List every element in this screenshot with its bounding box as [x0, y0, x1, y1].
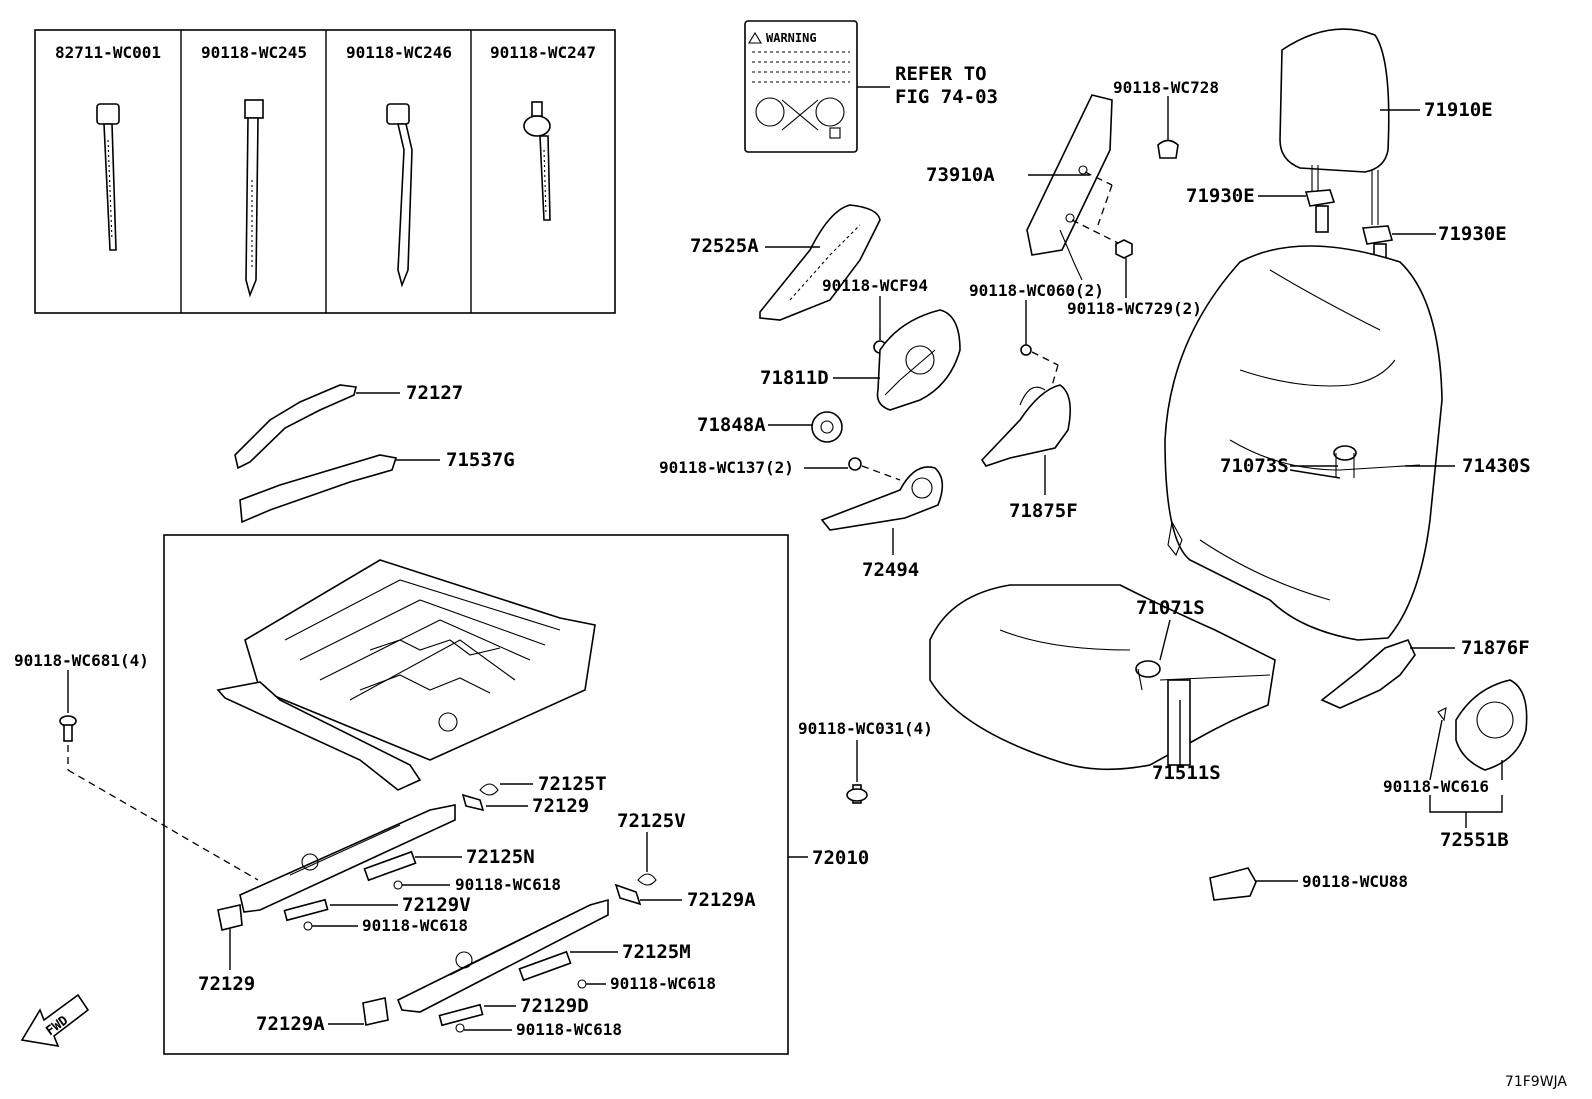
headrest-guide-icon	[1304, 189, 1336, 233]
clip-90118-wcu88-icon	[1209, 867, 1257, 901]
callout-72129D: 72129D	[520, 995, 589, 1017]
callout-72125M: 72125M	[622, 941, 691, 963]
callout-90118-wcf94: 90118-WCF94	[822, 276, 928, 295]
callout-71071S: 71071S	[1136, 597, 1205, 619]
callout-72129-left: 72129	[198, 973, 255, 995]
bracket-72129A-left-icon	[362, 997, 389, 1026]
callout-71537G: 71537G	[446, 449, 515, 471]
fastener-col-label: 90118-WC247	[490, 43, 596, 62]
callout-90118-wc681: 90118-WC681(4)	[14, 651, 149, 670]
bracket-72129-top-icon	[461, 793, 485, 812]
recliner-cover-72525A	[759, 204, 881, 321]
leader-lines	[67, 96, 1503, 1031]
callout-71930E-lower: 71930E	[1438, 223, 1507, 245]
seat-back-cover-71430S	[1164, 245, 1443, 641]
callout-72129-top: 72129	[532, 795, 589, 817]
callout-71073S: 71073S	[1220, 455, 1289, 477]
spring-clip-72125T-icon	[479, 783, 499, 796]
callout-90118-wc729: 90118-WC729(2)	[1067, 299, 1202, 318]
callout-72129V: 72129V	[402, 894, 471, 916]
warning-label-title: WARNING	[766, 31, 817, 45]
screw-90118-wc137-icon	[848, 457, 901, 481]
callout-72551B: 72551B	[1440, 829, 1509, 851]
callout-72010: 72010	[812, 847, 869, 869]
fastener-col-label: 90118-WC245	[201, 43, 307, 62]
clip-wc618-a-icon	[393, 880, 403, 890]
callout-71848A: 71848A	[697, 414, 766, 436]
callout-90118-wcu88: 90118-WCU88	[1302, 872, 1408, 891]
refer-text-line1: REFER TO	[895, 63, 987, 85]
spring-clip-72125V-icon	[637, 873, 657, 886]
clip-90118-wc728-icon	[1157, 139, 1179, 159]
callout-72125T: 72125T	[538, 773, 607, 795]
callout-71511S: 71511S	[1152, 762, 1221, 784]
callout-71876F: 71876F	[1461, 637, 1530, 659]
bolt-90118-wc681-icon	[59, 715, 77, 742]
recline-lever-72494	[820, 466, 944, 531]
seat-frame	[216, 559, 596, 791]
callout-90118-wc728: 90118-WC728	[1113, 78, 1219, 97]
fastener-col-label: 82711-WC001	[55, 43, 161, 62]
callout-72125N: 72125N	[466, 846, 535, 868]
seat-track-right-72125M	[396, 898, 609, 1027]
seat-bracket-71537G	[239, 454, 398, 524]
cable-tie-90118-wc245-icon	[244, 99, 264, 298]
callout-90118-wc618-c: 90118-WC618	[610, 974, 716, 993]
bolt-90118-wc031-icon	[846, 784, 868, 804]
callout-90118-wc031: 90118-WC031(4)	[798, 719, 933, 738]
seat-bracket-72127	[234, 384, 357, 470]
washer-71848A-icon	[811, 411, 843, 443]
cable-tie-90118-wc247-icon	[523, 101, 551, 221]
callout-72125V: 72125V	[617, 810, 686, 832]
callout-71910E: 71910E	[1424, 99, 1493, 121]
callout-71811D: 71811D	[760, 367, 829, 389]
callout-72525A: 72525A	[690, 235, 759, 257]
refer-text-line2: FIG 74-03	[895, 86, 998, 108]
fastener-col-label: 90118-WC246	[346, 43, 452, 62]
bracket-72129A-right-icon	[614, 883, 642, 906]
seat-cover-hinge-71875F	[980, 384, 1071, 467]
callout-73910A: 73910A	[926, 164, 995, 186]
callout-72129A-left: 72129A	[256, 1013, 325, 1035]
callout-90118-wc616: 90118-WC616	[1383, 777, 1489, 796]
callout-90118-wc618-a: 90118-WC618	[455, 875, 561, 894]
cable-tie-82711-icon	[96, 103, 120, 251]
warning-label-sticker: WARNING	[744, 20, 858, 153]
callout-72129A-right: 72129A	[687, 889, 756, 911]
bracket-72129-left-icon	[217, 904, 243, 931]
callout-90118-wc618-d: 90118-WC618	[516, 1020, 622, 1039]
recliner-cover-inner-71811D	[876, 309, 961, 411]
seat-track-left-72125N	[239, 804, 456, 922]
nut-90118-wc729-icon	[1115, 239, 1133, 259]
seat-cover-bracket-71876F	[1320, 639, 1416, 709]
callout-72494: 72494	[862, 559, 919, 581]
headrest-71910E	[1279, 28, 1390, 225]
clip-wc618-b-icon	[303, 921, 313, 931]
clip-wc618-c-icon	[577, 979, 587, 989]
clip-wc618-d-icon	[455, 1023, 465, 1033]
cable-tie-90118-wc246-icon	[386, 103, 413, 288]
seat-back-board-73910A	[1026, 94, 1121, 281]
callout-72127: 72127	[406, 382, 463, 404]
fastener-panel: 82711-WC001 90118-WC245 90118-WC246 9011…	[34, 29, 616, 314]
callout-90118-wc060: 90118-WC060(2)	[969, 281, 1104, 300]
callout-71430S: 71430S	[1462, 455, 1531, 477]
callout-90118-wc137: 90118-WC137(2)	[659, 458, 794, 477]
callout-labels: 73910A 90118-WC728 71910E 71930E 71930E …	[14, 78, 1531, 1039]
seat-track-assembly-box	[163, 534, 789, 1055]
callout-71930E-upper: 71930E	[1186, 185, 1255, 207]
figure-id: 71F9WJA	[1505, 1074, 1568, 1090]
callout-90118-wc618-b: 90118-WC618	[362, 916, 468, 935]
callout-71875F: 71875F	[1009, 500, 1078, 522]
fwd-arrow-icon: FWD	[20, 993, 90, 1048]
seat-cushion-cover-71511S	[929, 584, 1276, 771]
side-cover-72551B	[1437, 679, 1528, 771]
